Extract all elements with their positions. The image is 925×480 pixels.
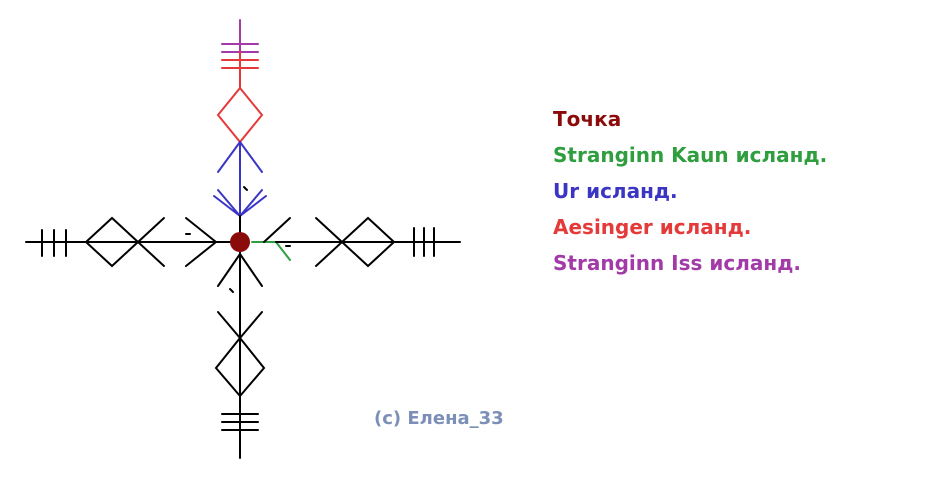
aesinger-rune bbox=[216, 51, 264, 144]
right-arm bbox=[251, 216, 461, 268]
stranginn-kaun-rune bbox=[251, 241, 291, 261]
legend-item-tochka: Точка bbox=[553, 107, 622, 131]
center-dot bbox=[230, 232, 250, 252]
ur-rune bbox=[213, 141, 267, 217]
legend-item-stranginn-kaun: Stranginn Kaun исланд. bbox=[553, 143, 828, 167]
bottom-arm bbox=[214, 249, 266, 459]
stranginn-iss-rune bbox=[221, 19, 259, 53]
legend: Точка Stranginn Kaun исланд. Ur исланд. … bbox=[553, 101, 827, 281]
top-arm bbox=[213, 19, 267, 235]
left-arm bbox=[25, 216, 233, 268]
legend-item-aesinger: Aesinger исланд. bbox=[553, 215, 752, 239]
copyright-signature: (c) Елена_33 bbox=[374, 408, 504, 429]
legend-item-ur: Ur исланд. bbox=[553, 179, 678, 203]
legend-item-stranginn-iss: Stranginn Iss исланд. bbox=[553, 251, 801, 275]
